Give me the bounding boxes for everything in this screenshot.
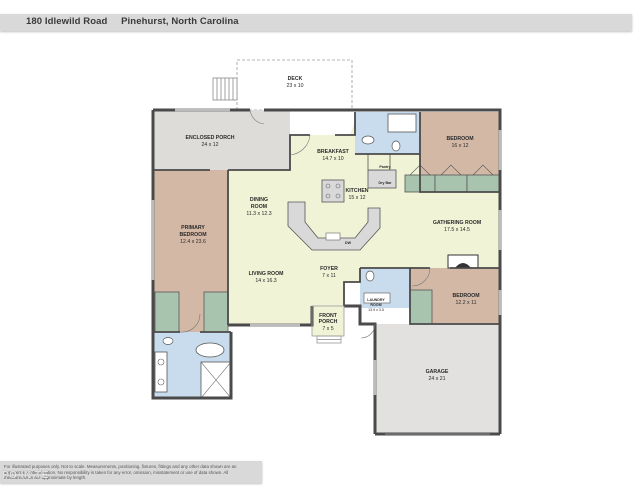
breakfast-label: BREAKFAST xyxy=(317,149,350,155)
hall-toilet-icon xyxy=(391,140,401,152)
kitchen-label: KITCHEN xyxy=(345,188,368,194)
bedroom-3-closet xyxy=(409,289,433,325)
foyer-label: FOYER xyxy=(320,266,338,272)
breakfast-size: 14.7 x 10 xyxy=(322,156,343,162)
garage-size: 24 x 21 xyxy=(428,376,445,382)
bathtub-icon xyxy=(195,342,225,358)
bedroom-2-label: BEDROOM xyxy=(446,136,473,142)
kitchen-island xyxy=(321,179,345,203)
bedroom-3-label: BEDROOM xyxy=(452,293,479,299)
enclosed-porch-label: ENCLOSED PORCH xyxy=(186,135,235,141)
gathering-room-label: GATHERING ROOM xyxy=(433,220,481,226)
front-porch-size: 7 x 5 xyxy=(322,326,333,332)
windows xyxy=(151,108,502,395)
dry-bar-label: Dry Bar xyxy=(379,181,393,185)
primary-bedroom-label-line2: BEDROOM xyxy=(179,232,206,238)
main-living-floor xyxy=(228,112,500,325)
garage-floor xyxy=(375,324,500,434)
dining-room-size: 11.3 x 12.3 xyxy=(246,211,271,217)
kitchen-size: 15 x 12 xyxy=(348,195,365,201)
primary-bedroom-size: 12.4 x 23.6 xyxy=(180,239,206,245)
garage-label: GARAGE xyxy=(426,369,449,375)
laundry-room-label: LAUNDRY xyxy=(367,298,385,302)
laundry-room-label-line2: ROOM xyxy=(370,303,381,307)
kitchen-sink-icon xyxy=(325,232,341,241)
pantry-label: Pantry xyxy=(379,165,390,169)
hall-sink-icon xyxy=(361,135,375,145)
front-porch-outline xyxy=(311,305,345,337)
front-porch-floor xyxy=(312,306,344,336)
deck-area xyxy=(236,59,353,111)
deck-stairs xyxy=(212,77,238,101)
laundry-appliances xyxy=(363,292,391,304)
cooktop-icon xyxy=(325,183,341,199)
enclosed-porch-size: 24 x 12 xyxy=(201,142,218,148)
city-state: Pinehurst, North Carolina xyxy=(121,16,239,27)
listing-address: 180 Idlewild Road Pinehurst, North Carol… xyxy=(26,16,239,27)
enclosed-porch-floor xyxy=(153,110,290,170)
deck-label: DECK xyxy=(288,76,303,82)
living-room-size: 14 x 16.3 xyxy=(255,278,276,284)
front-porch-label-line2: PORCH xyxy=(319,319,338,325)
deck-size: 23 x 10 xyxy=(286,83,303,89)
sink-icon xyxy=(157,358,165,366)
street-address: 180 Idlewild Road xyxy=(26,16,108,27)
toilet-icon xyxy=(162,337,174,345)
fireplace-opening xyxy=(455,263,471,268)
hall-shower-icon xyxy=(387,113,417,133)
interior-walls xyxy=(153,112,500,333)
primary-bedroom-label: PRIMARY xyxy=(181,225,205,231)
powder-toilet-icon xyxy=(365,270,375,282)
title-bar: 180 Idlewild Road Pinehurst, North Carol… xyxy=(0,14,632,31)
dishwasher-label: DW xyxy=(345,241,352,245)
dining-room-label: DINING xyxy=(250,197,268,203)
living-room-label: LIVING ROOM xyxy=(249,271,284,277)
door-swings xyxy=(179,109,431,339)
bedroom-2-size: 16 x 12 xyxy=(451,143,468,149)
dining-room-label-line2: ROOM xyxy=(251,204,267,210)
bedroom-3-size: 12.2 x 11 xyxy=(456,300,477,306)
front-porch-label: FRONT xyxy=(319,313,338,319)
kitchen-counter xyxy=(287,201,381,251)
dry-bar-counter xyxy=(367,169,397,189)
disclaimer-text: For illustrated purposes only. Not to sc… xyxy=(4,464,237,481)
laundry-room-size: 13.9 x 3.5 xyxy=(368,308,384,312)
front-steps xyxy=(316,335,342,344)
foyer-size: 7 x 11 xyxy=(322,273,336,279)
watermark-logo: PO IN TE xyxy=(2,470,49,481)
disclaimer-box: For illustrated purposes only. Not to sc… xyxy=(0,461,262,483)
sink-icon xyxy=(157,378,165,386)
double-vanity xyxy=(154,351,168,393)
gathering-room-size: 17.5 x 14.5 xyxy=(444,227,470,233)
